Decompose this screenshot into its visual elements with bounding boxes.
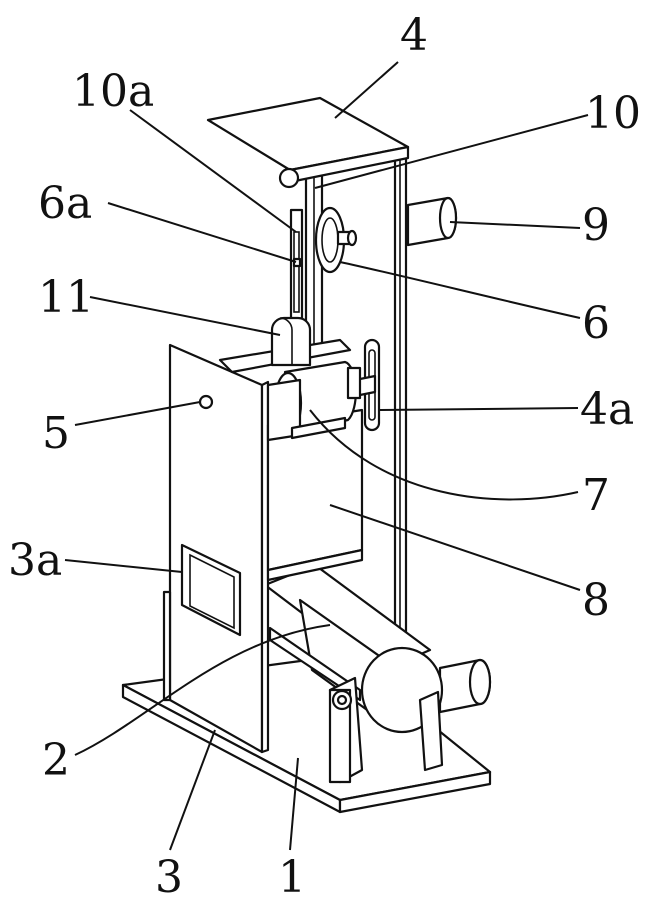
label-3a: 3a [8, 535, 62, 586]
label-10: 10 [585, 88, 641, 139]
label-4: 4 [400, 10, 428, 61]
label-10a: 10a [72, 66, 154, 117]
label-5: 5 [42, 408, 70, 459]
top-motor [408, 198, 456, 245]
label-9: 9 [582, 200, 610, 251]
label-11: 11 [38, 272, 94, 323]
block [272, 318, 310, 365]
label-8: 8 [582, 575, 610, 626]
top-plate [208, 98, 408, 187]
conveyor-motor [440, 660, 490, 712]
label-2: 2 [42, 735, 70, 786]
label-6: 6 [582, 298, 610, 349]
label-7: 7 [582, 470, 610, 521]
cam-wheel [316, 208, 356, 272]
label-3: 3 [155, 852, 183, 903]
label-6a: 6a [38, 178, 92, 229]
label-1: 1 [278, 852, 306, 903]
label-4a: 4a [580, 384, 634, 435]
